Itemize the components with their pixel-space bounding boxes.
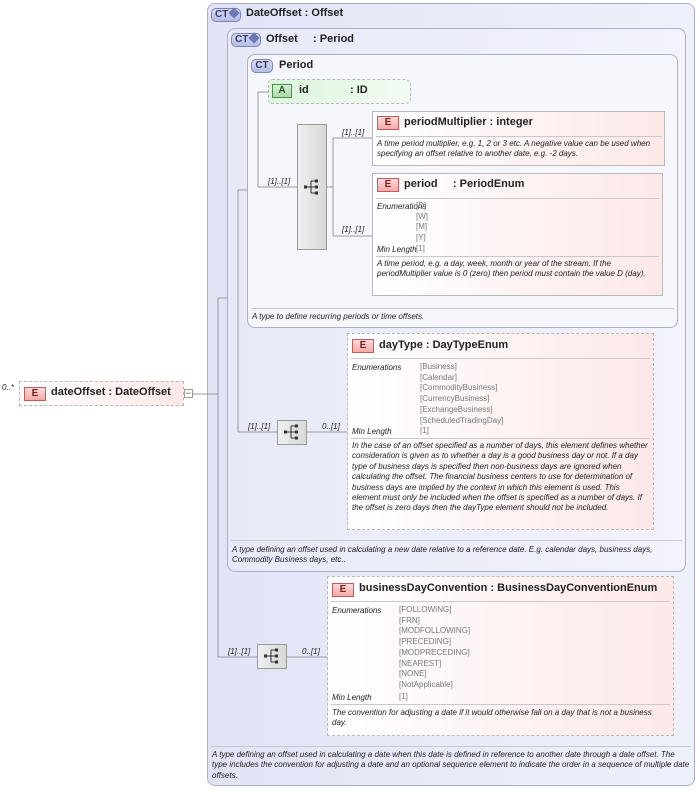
id-attribute-name: id <box>299 84 309 96</box>
ct-badge-text: CT <box>215 9 229 20</box>
separator <box>211 746 691 747</box>
sequence-icon <box>264 648 278 664</box>
collapse-button[interactable]: − <box>184 389 193 398</box>
root-cardinality: 0..* <box>2 383 15 392</box>
ct-badge-text: CT <box>255 60 269 71</box>
separator <box>351 358 650 359</box>
enumeration-value: [MODPRECEDING] <box>399 647 470 657</box>
min-length-label: Min Length <box>377 245 417 254</box>
min-length-label: Min Length <box>332 693 372 702</box>
enumerations-label: Enumerations <box>377 202 427 211</box>
separator <box>376 198 659 199</box>
separator <box>376 136 662 137</box>
period-element[interactable] <box>372 173 663 296</box>
id-attribute-type: : ID <box>350 84 368 96</box>
enumeration-value: [NONE] <box>399 669 427 679</box>
sequence-icon <box>284 424 298 440</box>
daytype-sequence-cardinality: [1]..[1] <box>248 422 271 431</box>
bdc-sequence-cardinality: [1]..[1] <box>228 647 251 656</box>
enumeration-value: [MODFOLLOWING] <box>399 626 471 636</box>
enumeration-value: [FOLLOWING] <box>399 605 452 614</box>
period-type-title: Period <box>279 59 314 71</box>
min-length-value: [1] <box>420 426 429 435</box>
daytype-title: dayType : DayTypeEnum <box>379 339 509 351</box>
dateoffset-element[interactable] <box>19 381 184 406</box>
ct-plus-badge: CT <box>211 7 241 22</box>
enumeration-value: [NotApplicable] <box>399 679 453 689</box>
daytype-element[interactable] <box>347 333 654 530</box>
collapse-minus-icon: − <box>185 388 192 398</box>
period-sequence-cardinality: [1]..[1] <box>268 177 291 186</box>
period-title: period : PeriodEnum <box>404 178 525 190</box>
dateoffset-type-doc: A type defining an offset used in calcul… <box>212 750 690 780</box>
attribute-badge: A <box>272 84 292 98</box>
separator <box>331 601 670 602</box>
enumerations-label: Enumerations <box>332 606 382 615</box>
element-badge: E <box>377 178 399 192</box>
enumeration-value: [PRECEDING] <box>399 637 452 647</box>
element-badge: E <box>332 583 354 597</box>
period-multiplier-element[interactable] <box>372 111 665 166</box>
separator <box>376 256 659 257</box>
element-badge-text: E <box>384 179 392 190</box>
offset-type-title: Offset : Period <box>266 33 355 45</box>
enumerations-list: [FOLLOWING][FRN][MODFOLLOWING][PRECEDING… <box>399 605 470 691</box>
enumerations-list: [D][W][M][Y] <box>416 201 428 244</box>
ct-badge: CT <box>251 59 273 73</box>
bdc-title: businessDayConvention : BusinessDayConve… <box>359 582 658 594</box>
daytype-doc: In the case of an offset specified as a … <box>352 441 648 513</box>
min-length-label: Min Length <box>352 427 392 436</box>
element-badge-text: E <box>31 388 39 399</box>
bdc-doc: The convention for adjusting a date if i… <box>332 708 652 728</box>
period-type-doc: A type to define recurring periods or ti… <box>252 312 425 321</box>
enumerations-list: [Business][Calendar][CommodityBusiness][… <box>420 362 503 426</box>
enumeration-value: [CommodityBusiness] <box>420 383 498 393</box>
attribute-badge-text: A <box>278 85 286 96</box>
period-cardinality: [1]..[1] <box>342 225 365 234</box>
enumerations-label: Enumerations <box>352 363 402 372</box>
enumeration-value: [Calendar] <box>420 372 457 382</box>
enumeration-value: [CurrencyBusiness] <box>420 394 490 404</box>
period-doc: A time period, e.g. a day, week, month o… <box>377 259 646 279</box>
separator <box>351 438 650 439</box>
sequence-icon <box>304 179 318 195</box>
enumeration-value: [D] <box>416 201 427 210</box>
period-multiplier-doc: A time period multiplier, e.g. 1, 2 or 3… <box>377 139 651 159</box>
element-badge-text: E <box>384 117 392 128</box>
enumeration-value: [W] <box>416 211 428 221</box>
enumeration-value: [Y] <box>416 233 426 243</box>
ct-badge-text: CT <box>235 34 249 45</box>
dateoffset-type-title: DateOffset : Offset <box>246 7 344 19</box>
element-badge: E <box>24 387 46 401</box>
enumeration-value: [FRN] <box>399 615 420 625</box>
ct-plus-badge: CT <box>231 32 261 47</box>
daytype-cardinality: 0..[1] <box>322 422 340 431</box>
enumeration-value: [ExchangeBusiness] <box>420 404 493 414</box>
period-multiplier-title: periodMultiplier : integer <box>404 116 533 128</box>
element-badge: E <box>377 116 399 130</box>
element-badge: E <box>352 339 374 353</box>
enumeration-value: [M] <box>416 222 428 232</box>
separator <box>231 540 682 541</box>
enumeration-value: [ScheduledTradingDay] <box>420 415 504 425</box>
min-length-value: [1] <box>416 244 425 253</box>
bdc-element[interactable] <box>327 576 674 736</box>
separator <box>251 308 674 309</box>
min-length-value: [1] <box>399 692 408 701</box>
offset-type-doc: A type defining an offset used in calcul… <box>232 545 653 565</box>
element-badge-text: E <box>339 584 347 595</box>
dateoffset-element-label: dateOffset : DateOffset <box>51 386 171 398</box>
enumeration-value: [Business] <box>420 362 457 371</box>
bdc-cardinality: 0..[1] <box>302 647 320 656</box>
enumeration-value: [NEAREST] <box>399 658 442 668</box>
period-multiplier-cardinality: [1]..[1] <box>342 128 365 137</box>
separator <box>331 704 670 705</box>
element-badge-text: E <box>359 340 367 351</box>
